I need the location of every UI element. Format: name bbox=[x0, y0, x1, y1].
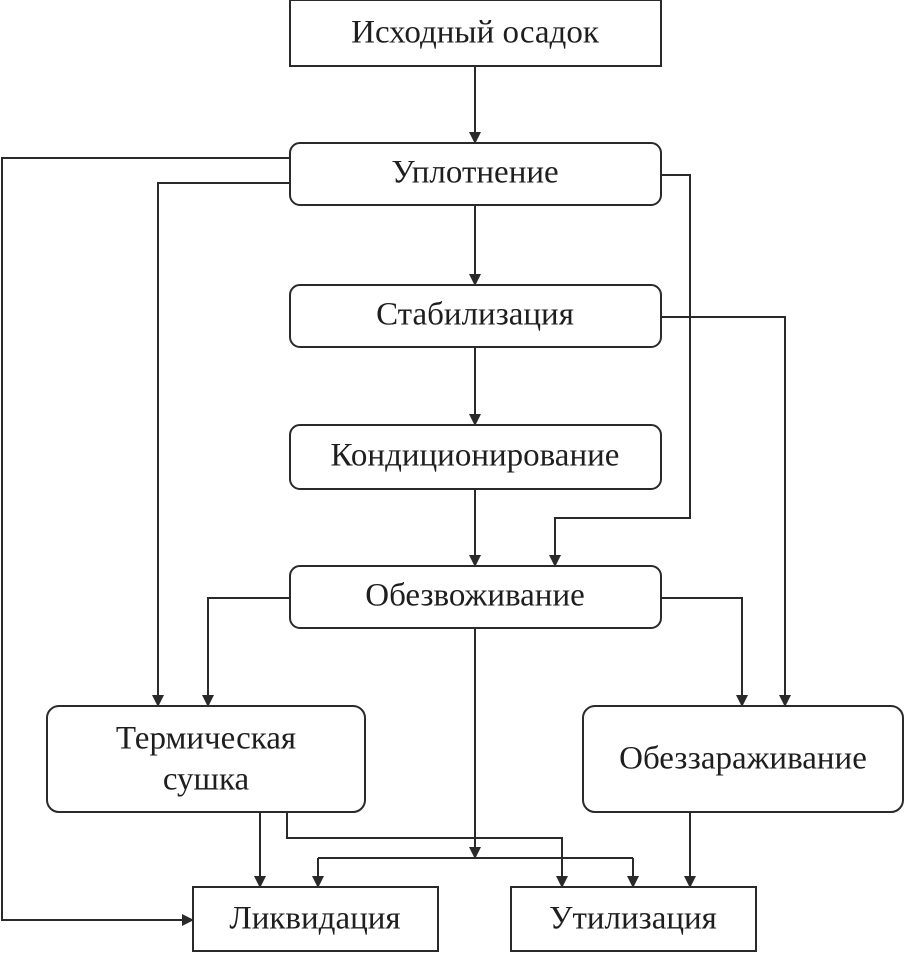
node-thickening-label: Уплотнение bbox=[391, 155, 558, 191]
node-conditioning-label: Кондиционирование bbox=[331, 438, 620, 474]
node-thermal-drying: Термическая сушка bbox=[46, 705, 366, 813]
arrow-dewatering-to-disinfection bbox=[661, 597, 748, 707]
node-stabilization: Стабилизация bbox=[289, 284, 662, 348]
node-dewatering: Обезвоживание bbox=[289, 565, 662, 629]
node-source-label: Исходный осадок bbox=[351, 15, 600, 51]
node-stabilization-label: Стабилизация bbox=[376, 297, 574, 333]
node-thermal-drying-label-line2: сушка bbox=[163, 762, 250, 798]
node-conditioning: Кондиционирование bbox=[289, 424, 662, 490]
arrow-thickening-to-dewatering bbox=[549, 174, 691, 567]
arrow-thickening-to-thermal-drying bbox=[152, 182, 290, 707]
arrow-dewatering-to-thermal-drying bbox=[202, 597, 290, 707]
node-liquidation-label: Ликвидация bbox=[229, 901, 400, 937]
arrow-stabilization-to-disinfection bbox=[661, 316, 791, 707]
node-thermal-drying-label-line1: Термическая bbox=[116, 721, 296, 757]
node-source: Исходный осадок bbox=[289, 0, 662, 67]
node-dewatering-label: Обезвоживание bbox=[365, 578, 585, 614]
node-utilization: Утилизация bbox=[510, 886, 757, 952]
arrow-thickening-to-liquidation bbox=[1, 157, 290, 926]
node-utilization-label: Утилизация bbox=[549, 901, 717, 937]
node-disinfection: Обеззараживание bbox=[582, 705, 904, 813]
node-liquidation: Ликвидация bbox=[192, 886, 439, 952]
node-disinfection-label: Обеззараживание bbox=[619, 741, 867, 777]
arrow-thermal-drying-to-utilization bbox=[286, 812, 568, 888]
node-thickening: Уплотнение bbox=[289, 142, 662, 206]
